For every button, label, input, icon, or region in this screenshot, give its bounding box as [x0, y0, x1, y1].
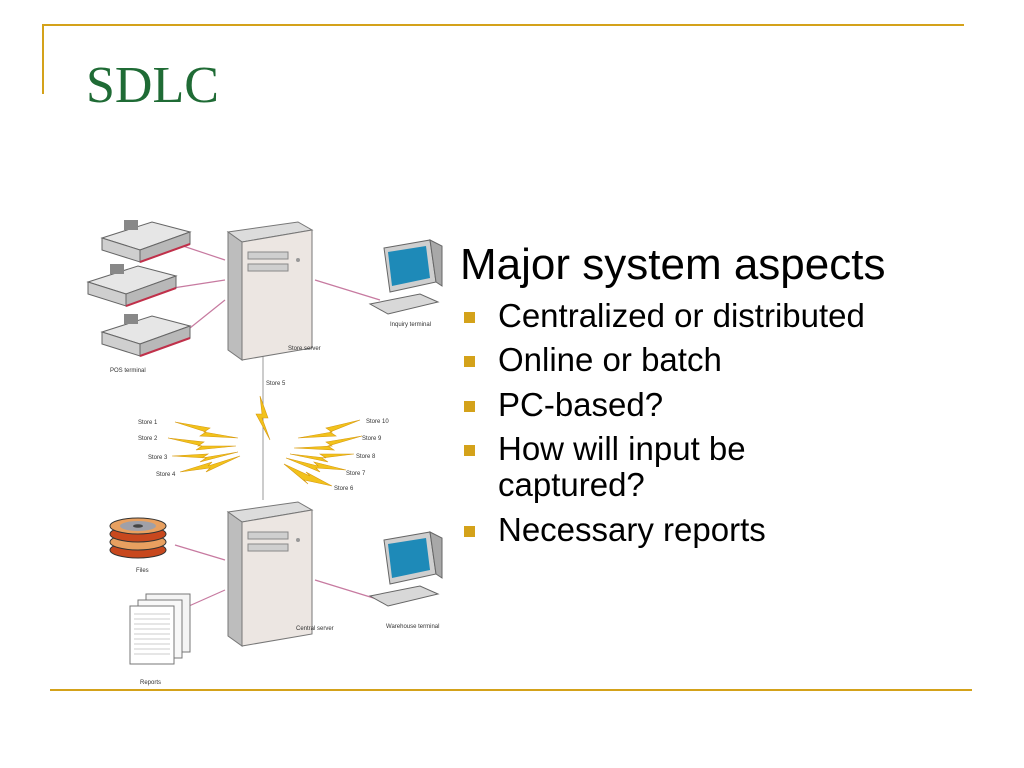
store5-label: Store 5 [266, 381, 286, 387]
store6-label: Store 6 [334, 486, 354, 492]
store3-label: Store 3 [148, 455, 168, 461]
store1-label: Store 1 [138, 420, 158, 426]
warehouse-terminal-label: Warehouse terminal [386, 624, 439, 630]
store2-label: Store 2 [138, 436, 158, 442]
slide-title: SDLC [86, 57, 219, 114]
reports-label: Reports [140, 680, 161, 686]
computer-terminal-icon [368, 239, 443, 315]
bullet-list: Centralized or distributed Online or bat… [460, 298, 980, 548]
list-item: How will input be captured? [460, 430, 818, 504]
content-heading: Major system aspects [460, 240, 886, 289]
square-bullet-icon [464, 312, 475, 324]
list-item: Centralized or distributed [460, 298, 980, 334]
list-item: PC-based? [460, 386, 980, 423]
store7-label: Store 7 [346, 471, 366, 477]
cash-register-icon [86, 264, 178, 307]
cash-register-icon [100, 314, 192, 357]
report-pages-icon [129, 593, 191, 665]
server-tower-icon [226, 501, 314, 647]
store4-label: Store 4 [156, 472, 176, 478]
lightning-icon [283, 419, 363, 487]
computer-terminal-icon [368, 531, 443, 607]
central-server-label: Central server [296, 626, 334, 632]
store-server-label: Store server [288, 346, 321, 352]
store9-label: Store 9 [362, 436, 382, 442]
square-bullet-icon [464, 445, 475, 457]
inquiry-terminal-label: Inquiry terminal [390, 322, 431, 328]
disk-stack-icon [109, 517, 167, 559]
store8-label: Store 8 [356, 454, 376, 460]
files-label: Files [136, 568, 149, 574]
cash-register-icon [100, 220, 192, 263]
slide-content: Major system aspects Centralized or dist… [460, 240, 980, 556]
square-bullet-icon [464, 400, 475, 412]
bottom-rule [50, 689, 972, 691]
server-tower-icon [226, 221, 314, 361]
left-rule [42, 24, 44, 94]
lightning-icon [167, 421, 241, 473]
pos-terminal-label: POS terminal [110, 368, 146, 374]
top-rule [42, 24, 964, 26]
list-item: Online or batch [460, 342, 980, 378]
list-item: Necessary reports [460, 511, 980, 548]
square-bullet-icon [464, 525, 475, 537]
lightning-icon [255, 395, 271, 441]
square-bullet-icon [464, 356, 475, 368]
store10-label: Store 10 [366, 419, 389, 425]
network-diagram: POS terminal Store server Inquiry termin… [80, 200, 460, 690]
